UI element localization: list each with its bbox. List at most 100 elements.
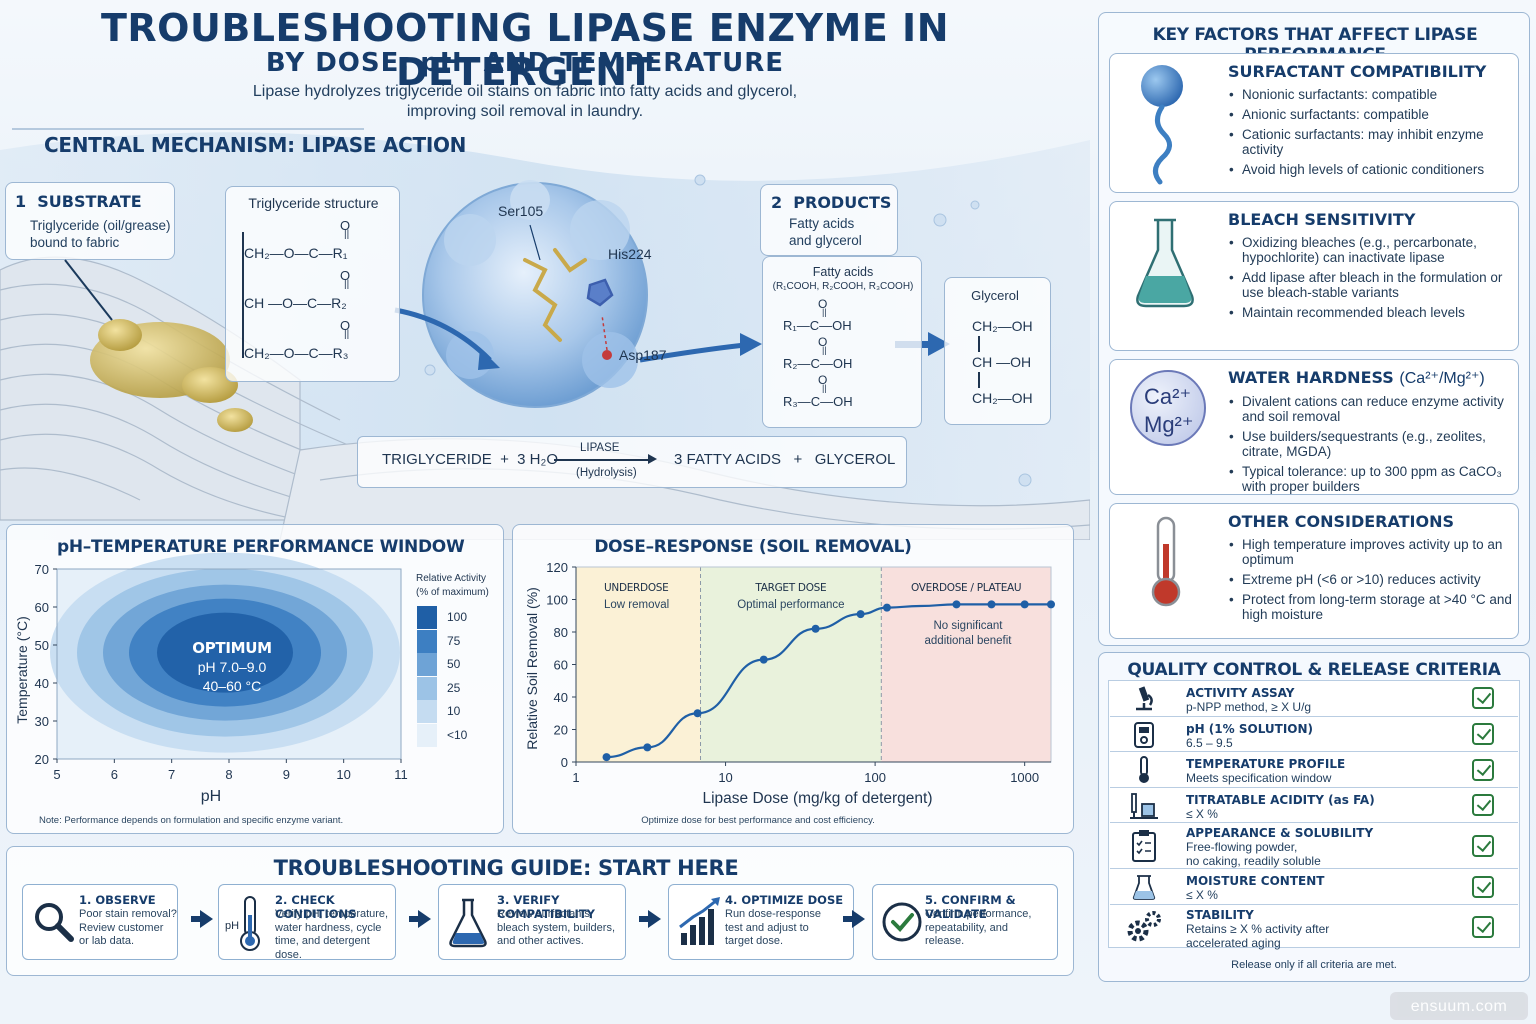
heatmap-y-tick-label: 50	[35, 638, 49, 653]
heatmap-contour-5	[157, 612, 293, 693]
watermark-badge: ensuum.com	[1390, 992, 1528, 1020]
factor-water-hardness: Ca²⁺ Mg²⁺ WATER HARDNESS (Ca²⁺/Mg²⁺) Div…	[1109, 359, 1519, 495]
qc-stability-sub-2: accelerated aging	[1186, 936, 1281, 950]
dose-series	[602, 600, 1055, 762]
triglyceride-title: Triglyceride structure	[248, 195, 379, 211]
qc-acidity-sub: ≤ X %	[1186, 807, 1218, 821]
substrate-pointer-line	[64, 259, 113, 321]
qc-appearance-check-icon	[1472, 835, 1494, 857]
dose-y-axis-label: Relative Soil Removal (%)	[524, 587, 540, 750]
heatmap-x-tick-label: 10	[336, 767, 350, 782]
intro-line-2: improving soil removal in laundry.	[406, 103, 644, 120]
qc-row-appearance: APPEARANCE & SOLUBILITY Free-flowing pow…	[1110, 822, 1518, 868]
equation-reactants: TRIGLYCERIDE + 3 H₂O	[382, 451, 559, 468]
heatmap-x-tick-label: 7	[168, 767, 175, 782]
plateau-annotation: No significant additional benefit	[903, 619, 1033, 649]
residue-ser: Ser105	[498, 203, 544, 219]
step-5-title: 5. CONFIRM & VALIDATE	[925, 893, 1016, 921]
bleach-title: BLEACH SENSITIVITY	[1228, 210, 1416, 229]
other-item-2: Extreme pH (<6 or >10) reduces activity	[1228, 572, 1514, 587]
intro-text: Lipase hydrolyzes triglyceride oil stain…	[200, 82, 850, 122]
dose-region-band	[700, 567, 882, 762]
substrate-title: SUBSTRATE	[37, 192, 142, 211]
step-2-line-3: time, and detergent dose.	[275, 935, 370, 961]
triglyceride-structure-box: Triglyceride structure O || CH₂—O—C—R₁ O…	[225, 186, 400, 382]
heatmap-legend-title-1: Relative Activity	[416, 573, 487, 584]
mechanism-title: CENTRAL MECHANISM: LIPASE ACTION	[44, 133, 467, 157]
heatmap-legend-label: 10	[447, 704, 461, 718]
step-verify-compatibility: 3. VERIFY COMPATIBILITY Review surfactan…	[438, 884, 626, 960]
step-4-title: 4. OPTIMIZE DOSE	[725, 893, 844, 907]
equation-enzyme: LIPASE	[580, 442, 620, 454]
dose-y-tick-label: 60	[554, 658, 568, 673]
qc-row-temperature: TEMPERATURE PROFILE Meets specification …	[1110, 751, 1518, 787]
reaction-equation-box: TRIGLYCERIDE + 3 H₂O LIPASE (Hydrolysis)…	[357, 436, 907, 488]
surfactant-item-2: Anionic surfactants: compatible	[1228, 107, 1514, 122]
products-line-2: and glycerol	[789, 233, 862, 248]
step-2-title: 2. CHECK CONDITIONS	[275, 893, 357, 921]
optimum-title: OPTIMUM	[192, 639, 272, 657]
step-confirm-validate: 5. CONFIRM & VALIDATE Confirm performanc…	[872, 884, 1058, 960]
step-4-line-3: target dose.	[725, 935, 784, 947]
dose-data-point	[643, 743, 652, 752]
heatmap-y-tick-label: 20	[35, 752, 49, 767]
dose-y-tick-label: 120	[546, 560, 568, 575]
qc-moisture-label: MOISTURE CONTENT	[1186, 874, 1325, 888]
heatmap-legend-item: 10	[417, 700, 487, 723]
triglyceride-backbone	[242, 232, 244, 358]
dose-region-title: TARGET DOSE	[755, 582, 827, 594]
other-item-3: Protect from long-term storage at >40 °C…	[1228, 592, 1514, 622]
intro-line-1: Lipase hydrolyzes triglyceride oil stain…	[252, 83, 798, 100]
water-title: WATER HARDNESS	[1228, 368, 1394, 387]
dose-data-point	[882, 603, 891, 612]
dose-data-point	[856, 610, 865, 619]
other-list: High temperature improves activity up to…	[1228, 537, 1514, 622]
heatmap-legend-label: 25	[447, 680, 461, 695]
ph-icon-label: pH	[225, 920, 240, 932]
step-arrow-4	[843, 910, 865, 928]
step-observe: 1. OBSERVE Poor stain removal? Review cu…	[22, 884, 178, 960]
heatmap-y-tick-label: 70	[35, 562, 49, 577]
heatmap-title: pH–TEMPERATURE PERFORMANCE WINDOW	[57, 537, 465, 557]
qc-activity-label: ACTIVITY ASSAY	[1186, 686, 1295, 700]
water-item-1: Divalent cations can reduce enzyme activ…	[1228, 394, 1514, 424]
dose-title: DOSE–RESPONSE (SOIL REMOVAL)	[594, 537, 912, 557]
surfactant-item-4: Avoid high levels of cationic conditione…	[1228, 162, 1514, 177]
factor-bleach: BLEACH SENSITIVITY Oxidizing bleaches (e…	[1109, 201, 1519, 351]
products-title: PRODUCTS	[793, 193, 892, 212]
flask-icon	[1136, 218, 1194, 308]
dose-data-point	[759, 655, 768, 664]
factor-other: OTHER CONSIDERATIONS High temperature im…	[1109, 503, 1519, 639]
qc-appearance-sub-1: Free-flowing powder,	[1186, 840, 1298, 854]
heatmap-legend-label: 50	[447, 657, 461, 671]
qc-row-ph: pH (1% SOLUTION) 6.5 – 9.5	[1110, 716, 1518, 751]
water-item-2: Use builders/sequestrants (e.g., zeolite…	[1228, 429, 1514, 459]
heatmap-legend-swatch	[417, 653, 437, 676]
step-2-line-2: water hardness, cycle	[275, 921, 382, 934]
heatmap-x-axis-label: pH	[201, 788, 221, 805]
factor-surfactant: SURFACTANT COMPATIBILITY Nonionic surfac…	[1109, 53, 1519, 193]
residue-asp: Asp187	[619, 347, 667, 363]
glycerol-row-1: CH₂—OH	[972, 318, 1033, 334]
heatmap-legend-label: 75	[447, 633, 461, 648]
substrate-box: 1 SUBSTRATE Triglyceride (oil/grease) bo…	[5, 182, 175, 260]
heatmap-note: Note: Performance depends on formulation…	[39, 815, 344, 826]
step-1-line-1: Poor stain removal?	[79, 908, 177, 920]
qc-temperature-check-icon	[1472, 759, 1494, 781]
page-subtitle: BY DOSE, pH, AND TEMPERATURE	[265, 48, 785, 78]
plateau-annotation-1: No significant	[933, 620, 1003, 632]
step-1-line-3: or lab data.	[79, 935, 135, 947]
dose-data-point	[693, 709, 702, 718]
surfactant-molecule-icon	[1141, 65, 1183, 185]
step-3-line-2: bleach system, builders,	[497, 921, 615, 934]
glycerol-box: Glycerol CH₂—OH CH —OH CH₂—OH	[944, 277, 1051, 425]
qc-appearance-label: APPEARANCE & SOLUBILITY	[1186, 826, 1374, 840]
step-3-line-1: Review surfactants,	[497, 908, 593, 920]
dose-region-sublabel: Optimal performance	[737, 599, 845, 611]
dose-region-title: UNDERDOSE	[604, 582, 669, 594]
equation-products: 3 FATTY ACIDS + GLYCEROL	[674, 451, 896, 468]
bleach-list: Oxidizing bleaches (e.g., percarbonate, …	[1228, 235, 1514, 320]
